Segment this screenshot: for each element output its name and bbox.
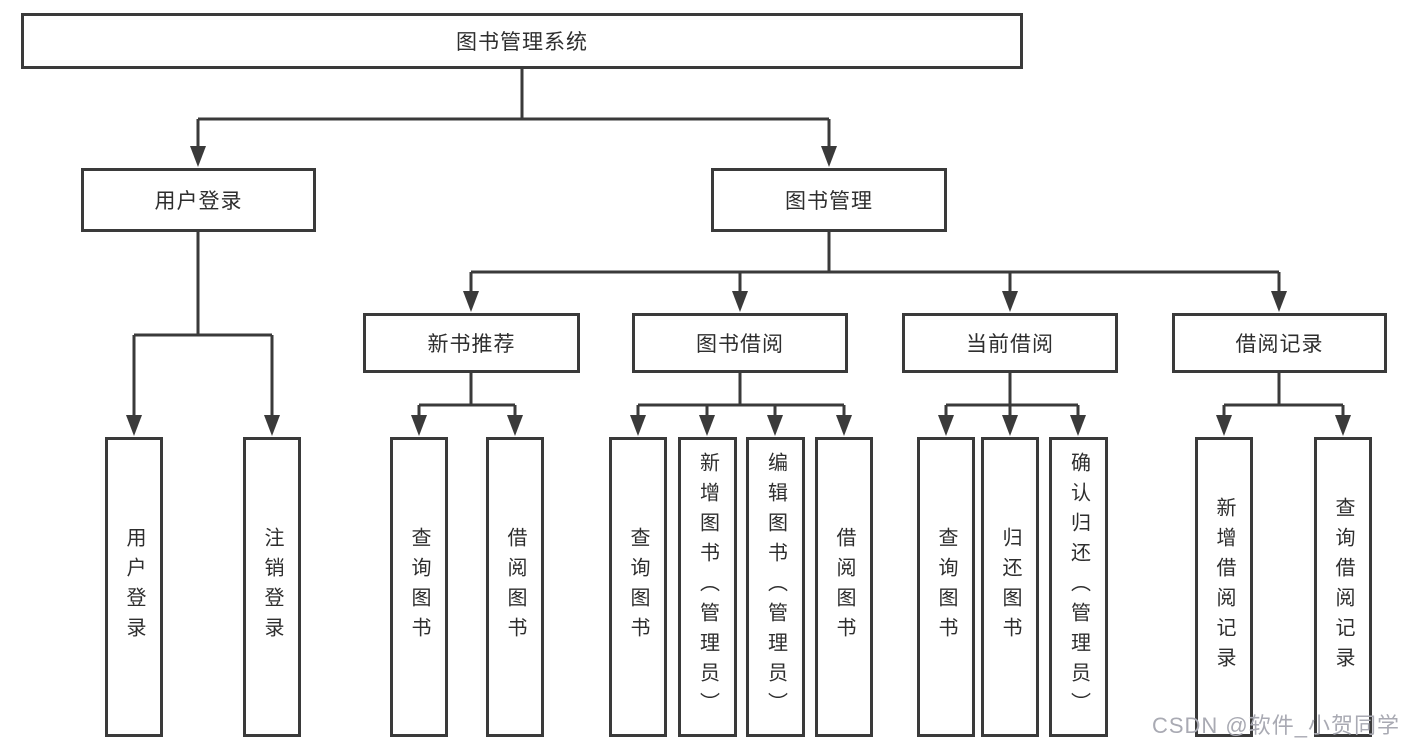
arrow-down-icon xyxy=(411,415,427,436)
arrow-down-icon xyxy=(630,415,646,436)
node-library-management-system: 图书管理系统 xyxy=(21,13,1023,69)
arrow-down-icon xyxy=(1002,291,1018,312)
node-leaf-return-book: 归还图书 xyxy=(981,437,1039,737)
node-label: 编辑图书（管理员） xyxy=(764,452,787,722)
csdn-watermark: CSDN @软件_小贺同学 xyxy=(1151,713,1400,738)
node-leaf-query-books-2: 查询图书 xyxy=(609,437,667,737)
arrow-down-icon xyxy=(264,415,280,436)
arrow-down-icon xyxy=(126,415,142,436)
node-label: 归还图书 xyxy=(999,527,1021,647)
node-leaf-edit-book-admin: 编辑图书（管理员） xyxy=(746,437,805,737)
arrow-down-icon xyxy=(190,146,206,167)
node-leaf-add-borrow-record: 新增借阅记录 xyxy=(1195,437,1253,737)
node-label: 查询图书 xyxy=(627,527,649,647)
node-label: 借阅图书 xyxy=(504,527,526,647)
node-label: 查询借阅记录 xyxy=(1332,497,1354,677)
node-label: 借阅图书 xyxy=(833,527,855,647)
arrow-down-icon xyxy=(699,415,715,436)
node-label: 新增图书（管理员） xyxy=(696,452,719,722)
arrow-down-icon xyxy=(463,291,479,312)
node-leaf-logout: 注销登录 xyxy=(243,437,301,737)
node-label: 查询图书 xyxy=(408,527,430,647)
node-book-borrowing: 图书借阅 xyxy=(632,313,848,373)
arrow-down-icon xyxy=(836,415,852,436)
node-borrowing-records: 借阅记录 xyxy=(1172,313,1387,373)
node-leaf-borrow-books-2: 借阅图书 xyxy=(815,437,873,737)
arrow-down-icon xyxy=(821,146,837,167)
node-leaf-query-books-1: 查询图书 xyxy=(390,437,448,737)
node-label: 确认归还（管理员） xyxy=(1067,452,1090,722)
node-user-login: 用户登录 xyxy=(81,168,316,232)
node-leaf-query-books-3: 查询图书 xyxy=(917,437,975,737)
arrow-down-icon xyxy=(767,415,783,436)
arrow-down-icon xyxy=(1216,415,1232,436)
arrow-down-icon xyxy=(1335,415,1351,436)
node-current-borrowing: 当前借阅 xyxy=(902,313,1118,373)
node-leaf-add-book-admin: 新增图书（管理员） xyxy=(678,437,737,737)
node-book-management: 图书管理 xyxy=(711,168,947,232)
arrow-down-icon xyxy=(938,415,954,436)
node-leaf-query-borrow-record: 查询借阅记录 xyxy=(1314,437,1372,737)
arrow-down-icon xyxy=(1002,415,1018,436)
node-leaf-user-login: 用户登录 xyxy=(105,437,163,737)
arrow-down-icon xyxy=(732,291,748,312)
node-label: 注销登录 xyxy=(261,527,283,647)
arrow-down-icon xyxy=(1271,291,1287,312)
node-label: 用户登录 xyxy=(123,527,145,647)
arrow-down-icon xyxy=(507,415,523,436)
node-label: 新增借阅记录 xyxy=(1213,497,1235,677)
arrow-down-icon xyxy=(1070,415,1086,436)
node-leaf-borrow-books-1: 借阅图书 xyxy=(486,437,544,737)
node-new-book-recommend: 新书推荐 xyxy=(363,313,580,373)
node-leaf-confirm-return-admin: 确认归还（管理员） xyxy=(1049,437,1108,737)
node-label: 查询图书 xyxy=(935,527,957,647)
